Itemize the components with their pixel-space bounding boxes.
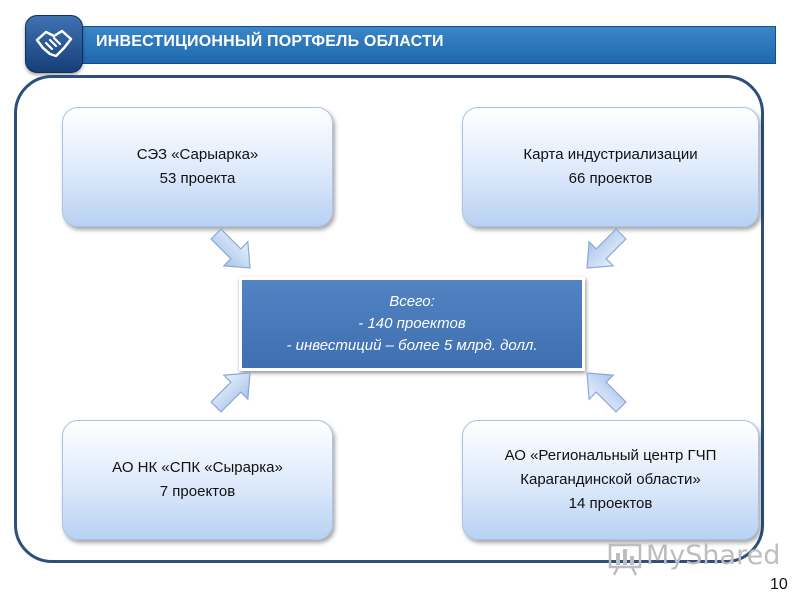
box-count: 53 проекта	[159, 170, 236, 187]
box-label-line1: АО «Региональный центр ГЧП	[504, 447, 717, 464]
arrow-bottom-right-icon	[586, 372, 627, 413]
box-label: АО НК «СПК «Сырарка»	[112, 459, 283, 476]
arrow-bottom-left-icon	[210, 372, 251, 413]
box-count: 14 проектов	[568, 495, 653, 512]
box-count: 7 проектов	[159, 483, 236, 500]
page-number: 10	[770, 576, 788, 593]
box-nk-spk: АО НК «СПК «Сырарка» 7 проектов	[62, 420, 333, 540]
box-sez-saryarka: СЭЗ «Сарыарка» 53 проекта	[62, 107, 333, 227]
total-heading: Всего:	[389, 293, 435, 310]
box-regional-ppp-center: АО «Региональный центр ГЧП Карагандинско…	[462, 420, 759, 540]
page-title: ИНВЕСТИЦИОННЫЙ ПОРТФЕЛЬ ОБЛАСТИ	[96, 33, 444, 50]
box-label: Карта индустриализации	[523, 146, 698, 163]
total-summary-box: Всего: - 140 проектов - инвестиций – бол…	[239, 277, 585, 371]
box-count: 66 проектов	[568, 170, 653, 187]
watermark-text: MyShared	[646, 540, 781, 571]
myshared-logo-icon	[608, 543, 642, 576]
arrow-top-left-icon	[210, 228, 251, 269]
total-projects: - 140 проектов	[358, 315, 466, 332]
header-bar	[74, 26, 776, 64]
arrow-top-right-icon	[586, 228, 627, 269]
main-frame	[14, 75, 764, 563]
total-investment: - инвестиций – более 5 млрд. долл.	[286, 337, 538, 354]
box-label: СЭЗ «Сарыарка»	[136, 146, 259, 163]
box-industrialization-map: Карта индустриализации 66 проектов	[462, 107, 759, 227]
box-label-line2: Карагандинской области»	[520, 471, 701, 488]
handshake-logo-icon	[25, 15, 83, 73]
